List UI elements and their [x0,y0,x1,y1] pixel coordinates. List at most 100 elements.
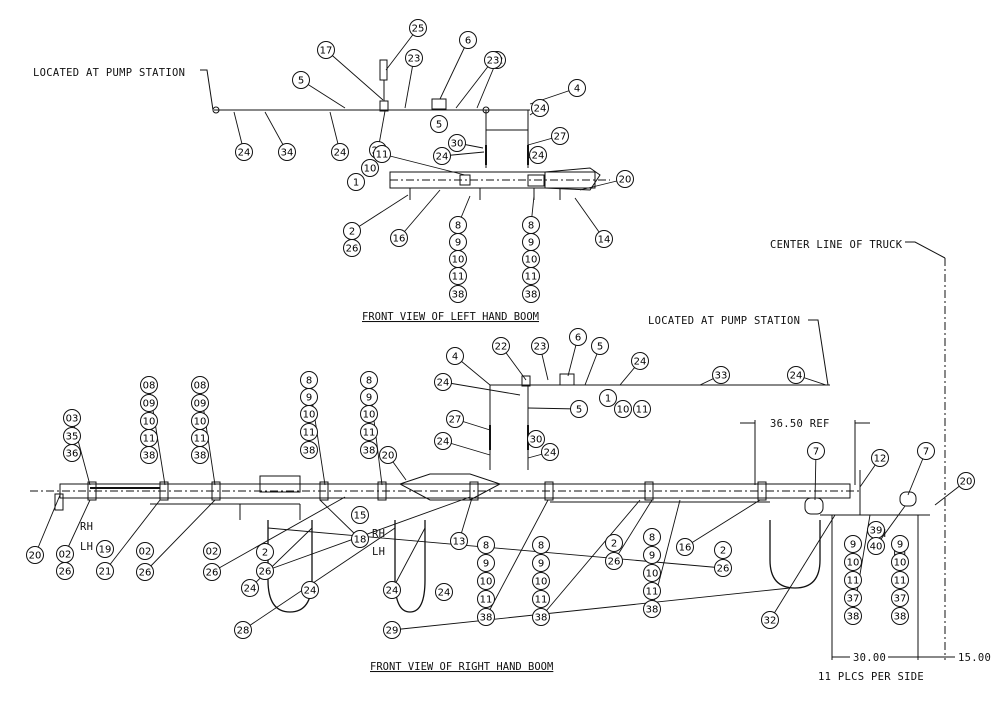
part-balloon-circle [844,607,862,625]
clamp-b [527,174,545,187]
part-balloon-number: 8 [538,541,544,552]
part-balloon-number: 9 [455,238,461,249]
part-balloon-circle [459,31,477,49]
part-balloon-circle [301,581,319,599]
part-balloon-circle [891,535,909,553]
balloon-leader-line [381,153,466,176]
part-balloon-circle [643,546,661,564]
part-balloon-number: 5 [298,76,304,87]
part-balloon-number: 2 [262,548,268,559]
part-balloon-number: 37 [894,594,907,605]
rh-label-1: RH [80,521,93,533]
part-balloon-number: 2 [611,539,617,550]
strainer-right [559,373,575,386]
part-balloon-circle [409,19,427,37]
part-balloon-number: 38 [894,612,907,623]
part-balloon-circle [300,405,318,423]
part-balloon-number: 26 [139,568,152,579]
part-balloon-circle [787,366,805,384]
part-balloon-circle [373,145,391,163]
balloon-leader-line [613,499,653,562]
part-balloon-number: 23 [487,56,500,67]
pump-leader-right [808,319,829,386]
part-balloon-number: 10 [847,558,860,569]
part-balloon-number: 10 [194,417,207,428]
part-balloon-number: 12 [874,454,887,465]
part-balloon-circle [616,170,634,188]
balloon-leader-line [684,499,761,548]
balloon-leader-line [398,189,441,239]
part-balloons: 2517623522234245243424222427301110124202… [26,19,975,639]
part-balloon-number: 7 [923,447,929,458]
part-balloon-number: 36 [66,449,79,460]
part-balloon-number: 27 [449,415,462,426]
balloon-leader-line [104,499,161,572]
part-balloon-number: 5 [597,342,603,353]
part-balloon-circle [256,562,274,580]
hose-loop-29 [394,520,426,613]
part-balloon-circle [449,267,467,285]
part-balloon-circle [522,285,540,303]
part-balloon-circle [446,347,464,365]
part-balloon-number: 10 [894,558,907,569]
part-balloon-circle [844,553,862,571]
part-balloon-number: 38 [363,446,376,457]
part-balloon-number: 8 [455,221,461,232]
balloon-leader-line [391,527,426,591]
part-balloon-number: 8 [483,541,489,552]
part-balloon-circle [605,534,623,552]
part-balloon-number: 10 [303,410,316,421]
part-balloon-number: 24 [544,448,557,459]
part-balloon-number: 38 [194,451,207,462]
part-balloon-number: 24 [634,357,647,368]
part-balloon-circle [643,564,661,582]
part-balloon-circle [891,553,909,571]
part-balloon-circle [383,581,401,599]
part-balloon-circle [676,538,694,556]
part-balloon-circle [595,230,613,248]
part-balloon-number: 8 [528,221,534,232]
part-balloon-number: 10 [452,255,465,266]
part-balloon-number: 11 [194,434,207,445]
part-balloon-number: 17 [320,46,333,57]
part-balloon-circle [347,173,365,191]
part-balloon-circle [477,554,495,572]
part-balloon-number: 38 [847,612,860,623]
part-balloon-circle [203,563,221,581]
part-balloon-number: 26 [59,567,72,578]
part-balloon-number: 10 [646,569,659,580]
balloon-leader-line [485,499,549,618]
part-balloon-number: 15 [354,511,367,522]
part-balloon-number: 1 [605,394,611,405]
part-balloon-circle [361,159,379,177]
part-balloon-circle [631,352,649,370]
part-balloon-number: 24 [304,586,317,597]
part-balloon-number: 20 [29,551,42,562]
part-balloon-number: 10 [480,577,493,588]
balloon-leader-line [242,527,396,631]
part-balloon-circle [891,589,909,607]
part-balloon-circle [477,536,495,554]
balloon-leader-line [64,499,91,555]
part-balloon-circle [140,376,158,394]
center-line-label: CENTER LINE OF TRUCK [770,239,903,251]
part-balloon-number: 24 [437,437,450,448]
part-balloon-circle [63,444,81,462]
part-balloon-circle [532,590,550,608]
part-balloon-circle [136,542,154,560]
part-balloon-number: 02 [206,547,219,558]
part-balloon-number: 24 [386,586,399,597]
part-balloon-number: 23 [408,54,421,65]
part-balloon-number: 09 [194,399,207,410]
part-balloon-number: 24 [238,148,251,159]
part-balloon-number: 8 [366,376,372,387]
part-balloon-number: 29 [386,626,399,637]
line-end-fitting [212,106,220,114]
part-balloon-circle [844,571,862,589]
part-balloon-number: 10 [363,410,376,421]
part-balloon-circle [871,449,889,467]
balloon-leader-line [211,496,346,573]
part-balloon-number: 30 [451,139,464,150]
part-balloon-number: 20 [960,477,973,488]
